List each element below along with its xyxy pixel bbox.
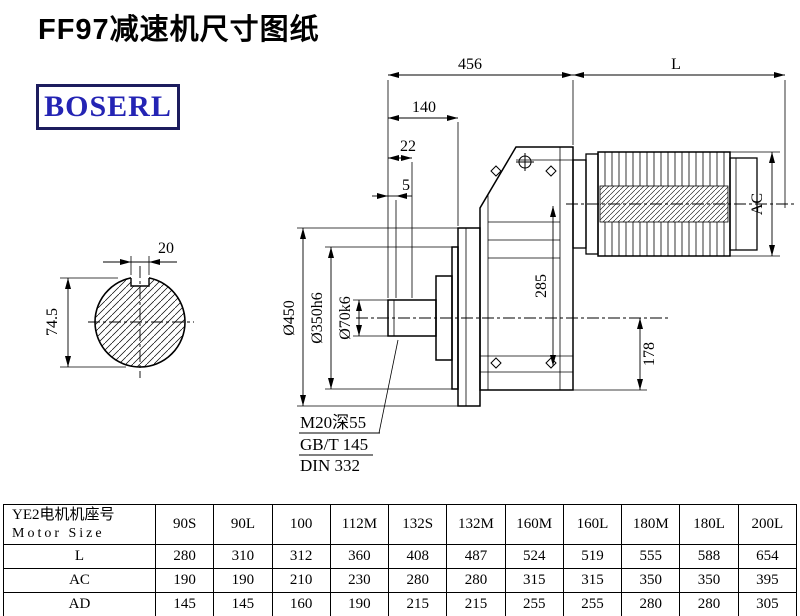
motor-core xyxy=(599,185,729,223)
table-cell: 190 xyxy=(154,568,215,593)
dim-flange-diameter-label: Ø450 xyxy=(281,300,298,336)
dim-5-label: 5 xyxy=(402,177,410,194)
table-cell: 360 xyxy=(329,544,390,569)
table-cell: 190 xyxy=(329,592,390,616)
dimension-labels: 456 L 140 22 5 AC 285 178 Ø450 Ø350h6 Ø7… xyxy=(44,56,766,366)
column-header-200l: 200L xyxy=(737,504,798,545)
table-cell: 145 xyxy=(154,592,215,616)
table-cell: 305 xyxy=(737,592,798,616)
table-row-ac: AC 190 190 210 230 280 280 315 315 350 3… xyxy=(3,568,798,593)
dim-140-label: 140 xyxy=(412,99,436,116)
table-cell: 230 xyxy=(329,568,390,593)
note-tapped-hole: M20深55 xyxy=(300,413,366,432)
dimension-lines xyxy=(65,72,785,406)
table-cell: 310 xyxy=(213,544,273,569)
table-cell: 312 xyxy=(271,544,331,569)
thread-notes: M20深55 GB/T 145 DIN 332 xyxy=(299,413,380,475)
table-cell: 255 xyxy=(504,592,564,616)
table-row-ad: AD 145 145 160 190 215 215 255 255 280 2… xyxy=(3,592,798,616)
reducer-dimension-drawing: 456 L 140 22 5 AC 285 178 Ø450 Ø350h6 Ø7… xyxy=(44,56,795,475)
column-header-90s: 90S xyxy=(154,504,215,545)
table-cell: 654 xyxy=(737,544,798,569)
bolt-marker-icons xyxy=(490,165,557,369)
table-cell: 145 xyxy=(213,592,273,616)
table-cell: 487 xyxy=(446,544,506,569)
table-cell: 350 xyxy=(679,568,739,593)
table-header-row: YE2电机机座号 Motor Size 90S 90L 100 112M 132… xyxy=(3,504,798,545)
table-cell: 524 xyxy=(504,544,564,569)
table-cell: 280 xyxy=(446,568,506,593)
column-header-132m: 132M xyxy=(446,504,506,545)
table-cell: 315 xyxy=(504,568,564,593)
row-label-ad: AD xyxy=(3,592,156,616)
table-cell: 555 xyxy=(621,544,681,569)
dim-key-width-label: 20 xyxy=(158,240,174,257)
table-cell: 395 xyxy=(737,568,798,593)
table-cell: 160 xyxy=(271,592,331,616)
keyway-outline xyxy=(130,278,150,287)
dim-shaft-diameter-label: Ø70k6 xyxy=(337,296,354,340)
table-cell: 280 xyxy=(388,568,448,593)
table-cell: 215 xyxy=(446,592,506,616)
column-header-100: 100 xyxy=(271,504,331,545)
note-gb-standard: GB/T 145 xyxy=(300,435,368,454)
table-cell: 280 xyxy=(154,544,215,569)
table-header-cn: YE2电机机座号 xyxy=(12,507,115,523)
shaft-section-view xyxy=(88,266,194,378)
column-header-160l: 160L xyxy=(562,504,623,545)
dim-178-label: 178 xyxy=(641,342,658,366)
note-din-standard: DIN 332 xyxy=(300,456,360,475)
page-title: FF97减速机尺寸图纸 xyxy=(38,14,320,46)
column-header-160m: 160M xyxy=(504,504,564,545)
table-cell: 519 xyxy=(562,544,623,569)
column-header-132s: 132S xyxy=(388,504,448,545)
table-cell: 210 xyxy=(271,568,331,593)
boserl-logo-text: BOSERL xyxy=(44,90,172,123)
reducer-main-view xyxy=(356,146,795,407)
column-header-90l: 90L xyxy=(213,504,273,545)
note-leader-line xyxy=(378,339,399,434)
housing-internal-lines xyxy=(480,147,573,390)
table-header-motor-size: YE2电机机座号 Motor Size xyxy=(3,504,156,545)
mounting-flange xyxy=(457,227,481,407)
motor-size-table: YE2电机机座号 Motor Size 90S 90L 100 112M 132… xyxy=(3,504,798,616)
boserl-logo: BOSERL xyxy=(36,84,180,130)
table-cell: 315 xyxy=(562,568,623,593)
row-label-ac: AC xyxy=(3,568,156,593)
dim-22-label: 22 xyxy=(400,138,416,155)
table-cell: 280 xyxy=(679,592,739,616)
column-header-180l: 180L xyxy=(679,504,739,545)
table-cell: 190 xyxy=(213,568,273,593)
column-header-112m: 112M xyxy=(329,504,390,545)
row-label-l: L xyxy=(3,544,156,569)
table-cell: 215 xyxy=(388,592,448,616)
column-header-180m: 180M xyxy=(621,504,681,545)
table-header-en: Motor Size xyxy=(12,526,105,541)
dim-285-label: 285 xyxy=(533,274,550,298)
dim-spigot-diameter-label: Ø350h6 xyxy=(309,292,326,344)
oil-plug-icon xyxy=(516,153,534,171)
table-cell: 588 xyxy=(679,544,739,569)
table-cell: 255 xyxy=(562,592,623,616)
table-cell: 350 xyxy=(621,568,681,593)
dim-key-height-label: 74.5 xyxy=(44,308,61,336)
table-cell: 280 xyxy=(621,592,681,616)
main-centerlines xyxy=(356,203,795,319)
detail-centerlines xyxy=(88,266,194,378)
table-cell: 408 xyxy=(388,544,448,569)
dim-overall-label: 456 xyxy=(458,56,482,73)
dim-motor-length-label: L xyxy=(671,56,681,73)
table-row-l: L 280 310 312 360 408 487 524 519 555 58… xyxy=(3,544,798,569)
dim-ac-label: AC xyxy=(749,193,766,215)
gear-housing xyxy=(479,146,574,391)
